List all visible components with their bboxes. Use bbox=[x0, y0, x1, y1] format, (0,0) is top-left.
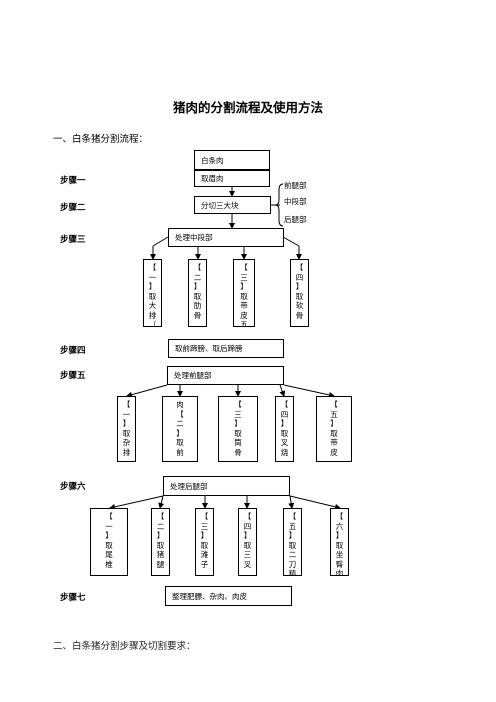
front-item-3: 【三】取筒骨 bbox=[218, 396, 258, 462]
step-label-6: 步骤六 bbox=[60, 482, 86, 492]
page-title: 猪肉的分割流程及使用方法 bbox=[172, 100, 323, 115]
front-item-1: 【一】取杂排 bbox=[117, 396, 136, 462]
middle-item-1: 【一】取大排（去皮） bbox=[143, 259, 162, 327]
carcass-box: 白条肉 bbox=[194, 150, 270, 170]
side-label-hind: 后腿部 bbox=[284, 215, 307, 224]
shoulder-box: 取眉肉 bbox=[194, 170, 270, 187]
hind-item-5: 【五】取二刀精 bbox=[283, 508, 302, 576]
hind-item-2: 【二】取猪腿 bbox=[151, 508, 170, 576]
step-label-3: 步骤三 bbox=[60, 235, 86, 245]
process-middle-box: 处理中段部 bbox=[168, 228, 284, 247]
middle-item-4: 【四】取软骨 bbox=[290, 259, 309, 327]
hind-item-1: 【一】取尾椎 bbox=[90, 508, 128, 576]
process-hind-box: 处理后腿部 bbox=[163, 476, 290, 496]
split-box: 分切三大块 bbox=[194, 196, 271, 214]
step-label-1: 步骤一 bbox=[60, 176, 86, 186]
section-heading-steps: 二、白条猪分割步骤及切割要求： bbox=[53, 641, 196, 652]
step-label-4: 步骤四 bbox=[60, 346, 86, 356]
front-item-2: 肉【二】取前 bbox=[162, 396, 198, 462]
side-label-middle: 中段部 bbox=[284, 197, 307, 206]
middle-item-3: 【三】取带皮五 bbox=[233, 259, 255, 327]
section-heading-flow: 一、白条猪分割流程： bbox=[53, 134, 149, 145]
front-item-5: 【五】取带皮 bbox=[316, 396, 352, 462]
step-label-5: 步骤五 bbox=[60, 371, 86, 381]
step-label-2: 步骤二 bbox=[60, 203, 86, 213]
front-item-4: 【四】取叉烧 bbox=[275, 396, 294, 462]
process-front-box: 处理前腿部 bbox=[167, 366, 284, 385]
middle-item-2: 【二】取肋骨 bbox=[188, 259, 207, 327]
step-label-7: 步骤七 bbox=[60, 593, 86, 603]
step4-box: 取前蹄膀、取后蹄膀 bbox=[168, 339, 284, 358]
hind-item-6: 【六】取坐臀肉 bbox=[330, 508, 349, 576]
step7-box: 整理肥膘、杂肉、肉皮 bbox=[165, 586, 292, 606]
hind-item-4: 【四】取三叉 bbox=[238, 508, 257, 576]
hind-item-3: 【三】取滩子 bbox=[195, 508, 214, 576]
side-label-front: 前腿部 bbox=[284, 181, 307, 190]
